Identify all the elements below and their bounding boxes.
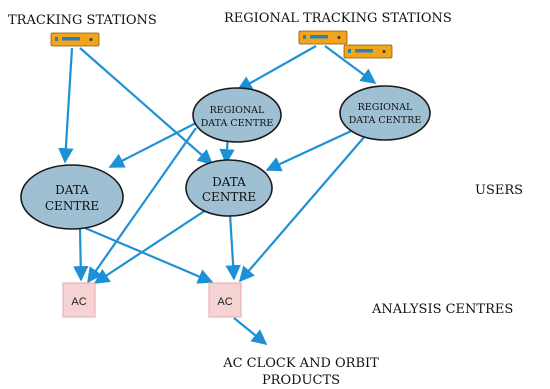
tracking-stations-label: TRACKING STATIONS (8, 13, 157, 28)
regional-data-centre-right-line2: DATA CENTRE (349, 115, 422, 126)
products-label-line1: AC CLOCK AND ORBIT (222, 356, 379, 371)
arrow-ac-right-to-products (233, 317, 268, 345)
users-label: USERS (475, 183, 523, 198)
regional-tracking-station-icon (298, 30, 348, 45)
arrow-data-centre-right-to-ac-right (225, 213, 241, 281)
arrow-rdc-right-to-ac-right (238, 127, 373, 283)
arrow-regional-stations-to-rdc-left (236, 45, 317, 91)
data-centre-left: DATA CENTRE (20, 164, 124, 230)
tracking-station-icon (50, 32, 100, 47)
regional-data-centre-left-line1: REGIONAL (210, 105, 265, 116)
arrow-data-centre-left-to-ac-left (73, 227, 89, 282)
arrow-data-centre-left-to-ac-right (84, 226, 214, 284)
data-centre-left-line1: DATA (55, 183, 89, 197)
regional-data-centre-left-line2: DATA CENTRE (201, 118, 274, 129)
regional-data-centre-left: REGIONAL DATA CENTRE (192, 87, 282, 143)
arrow-data-centre-right-to-ac-left (93, 209, 207, 284)
regional-tracking-stations-label: REGIONAL TRACKING STATIONS (224, 11, 452, 26)
analysis-centre-left: AC (62, 282, 96, 318)
data-centre-left-line2: CENTRE (45, 199, 99, 213)
arrow-tracking-to-data-centre-right (79, 47, 214, 166)
arrow-regional-stations-to-rdc-right (324, 45, 377, 84)
analysis-centre-right-label: AC (217, 296, 232, 308)
analysis-centre-right: AC (208, 282, 242, 318)
analysis-centres-label: ANALYSIS CENTRES (371, 302, 513, 317)
data-centre-right: DATA CENTRE (185, 159, 273, 217)
flow-arrows (58, 45, 377, 345)
products-label-line2: PRODUCTS (262, 373, 340, 388)
arrow-rdc-left-to-ac-left (87, 127, 197, 284)
regional-tracking-station-icon (343, 44, 393, 59)
arrow-rdc-right-to-data-centre-right (265, 125, 363, 172)
regional-data-centre-right: REGIONAL DATA CENTRE (339, 85, 431, 141)
analysis-centre-left-label: AC (71, 296, 86, 308)
data-centre-right-line1: DATA (212, 175, 246, 189)
data-centre-right-line2: CENTRE (202, 190, 256, 204)
arrow-rdc-left-to-data-centre-left (108, 122, 197, 168)
arrow-tracking-to-data-centre-left (58, 47, 74, 164)
regional-data-centre-right-line1: REGIONAL (358, 102, 413, 113)
